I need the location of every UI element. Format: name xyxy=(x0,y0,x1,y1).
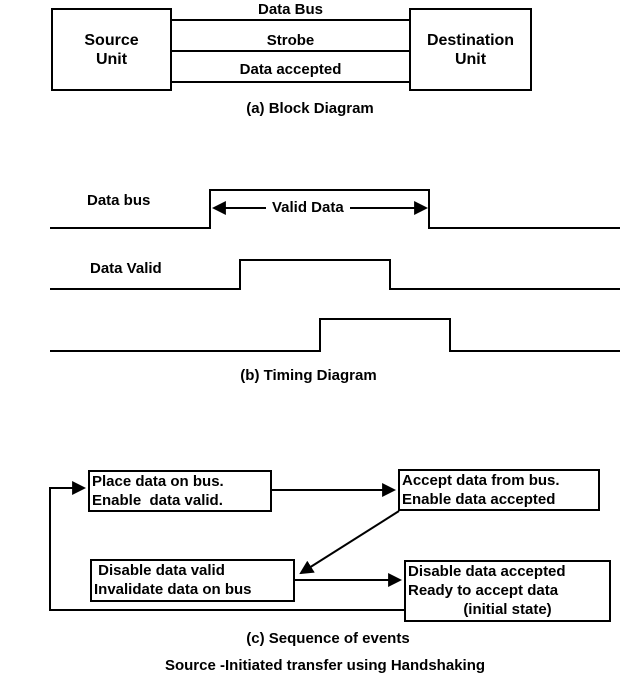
seq-box-place-data-line2: Enable data valid. xyxy=(92,492,223,509)
seq-box-accept-data: Accept data from bus. Enable data accept… xyxy=(398,469,600,511)
data-bus-signal-label: Data bus xyxy=(87,192,151,209)
data-bus-waveform xyxy=(50,189,620,229)
source-unit-label-line1: Source xyxy=(84,31,139,49)
seq-box-place-data-line1: Place data on bus. xyxy=(92,473,224,490)
seq-box-place-data: Place data on bus. Enable data valid. xyxy=(88,470,272,512)
figure-title: Source -Initiated transfer using Handsha… xyxy=(164,657,486,674)
seq-box-accept-data-line2: Enable data accepted xyxy=(402,491,556,508)
seq-box-disable-accepted: Disable data accepted Ready to accept da… xyxy=(404,560,611,622)
caption-sequence-of-events: (c) Sequence of events xyxy=(246,630,410,647)
valid-data-label: Valid Data xyxy=(266,200,350,216)
source-unit-label-line2: Unit xyxy=(95,50,128,68)
data-accepted-label: Data accepted xyxy=(239,61,342,78)
caption-timing-diagram: (b) Timing Diagram xyxy=(240,367,377,384)
data-valid-waveform xyxy=(50,259,620,290)
data-accepted-waveform xyxy=(50,318,620,352)
destination-unit-label-line2: Unit xyxy=(454,50,487,68)
seq-box-disable-valid: Disable data valid Invalidate data on bu… xyxy=(90,559,295,602)
source-unit-box: Source Unit xyxy=(51,8,172,91)
seq-box-accept-data-line1: Accept data from bus. xyxy=(402,472,560,489)
seq-box-disable-accepted-line3: (initial state) xyxy=(463,601,552,618)
arrow-accept-to-disable-valid xyxy=(299,510,400,575)
seq-box-disable-accepted-line1: Disable data accepted xyxy=(408,563,566,580)
data-valid-signal-label: Data Valid xyxy=(90,260,162,277)
caption-block-diagram: (a) Block Diagram xyxy=(246,100,374,117)
seq-box-disable-accepted-line2: Ready to accept data xyxy=(408,582,559,599)
destination-unit-label-line1: Destination xyxy=(426,31,515,49)
strobe-label: Strobe xyxy=(266,32,315,49)
seq-box-disable-valid-line2: Invalidate data on bus xyxy=(94,581,252,598)
arrow-feedback-loop xyxy=(49,481,404,611)
seq-box-disable-valid-line1: Disable data valid xyxy=(94,562,225,579)
data-bus-label: Data Bus xyxy=(257,1,324,18)
destination-unit-box: Destination Unit xyxy=(409,8,532,91)
